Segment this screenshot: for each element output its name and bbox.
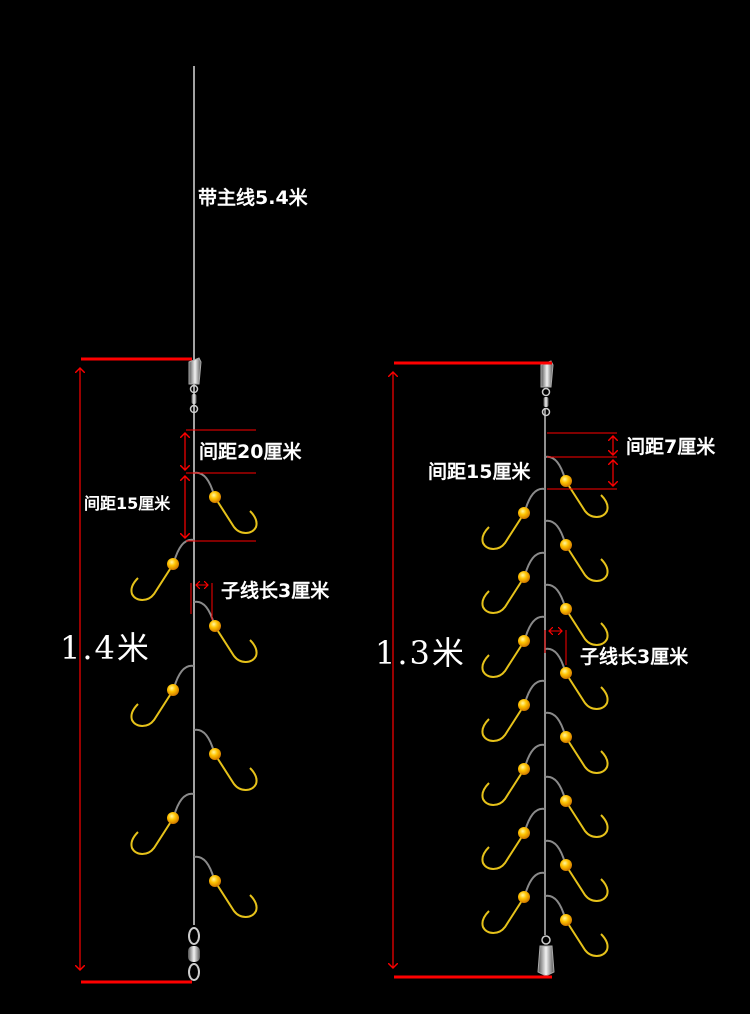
left-rig: [80, 66, 258, 984]
hook-icon: [193, 471, 258, 534]
snell-length-label: 子线长3厘米: [580, 646, 689, 668]
hook-icon: [481, 743, 546, 806]
hook-icon: [544, 711, 609, 774]
hook-icon: [544, 455, 609, 518]
snap-swivel-icon: [188, 357, 202, 414]
snell-length-label: 子线长3厘米: [221, 580, 330, 602]
hook-icon: [130, 538, 195, 601]
hook-icon: [130, 792, 195, 855]
snap-swivel-icon: [540, 360, 554, 417]
snap-icon: [537, 935, 555, 977]
hook-icon: [481, 871, 546, 934]
dimension-lines: [80, 357, 256, 984]
hook-icon: [481, 487, 546, 550]
hook-spacing-label: 间距15厘米: [84, 494, 171, 513]
hook-icon: [130, 664, 195, 727]
hook-icon: [193, 728, 258, 791]
dimension-lines: [393, 361, 617, 979]
hook-icon: [481, 807, 546, 870]
hook-icon: [544, 519, 609, 582]
main-line-label: 带主线5.4米: [198, 187, 308, 209]
total-length-label: 1.4米: [60, 629, 151, 667]
hook-icon: [193, 855, 258, 918]
top-gap-label: 间距7厘米: [626, 436, 716, 458]
hook-icon: [544, 839, 609, 902]
top-gap-label: 间距20厘米: [199, 441, 302, 463]
hook-icon: [193, 600, 258, 663]
barrel-swivel-icon: [188, 927, 200, 981]
hook-icon: [481, 551, 546, 614]
hook-icon: [544, 583, 609, 646]
hook-icon: [544, 894, 609, 957]
hook-icon: [481, 615, 546, 678]
right-rig: [393, 360, 617, 979]
hook-spacing-label: 间距15厘米: [428, 461, 531, 483]
total-length-label: 1.3米: [375, 634, 466, 672]
hook-icon: [544, 775, 609, 838]
hook-icon: [481, 679, 546, 742]
